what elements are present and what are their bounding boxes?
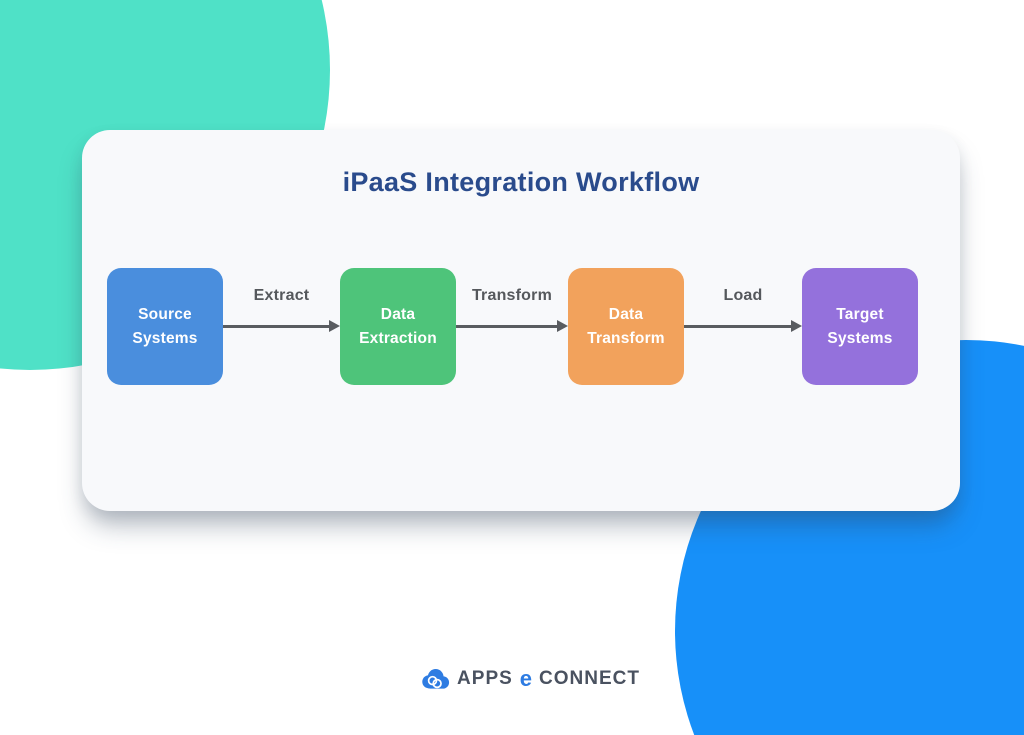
logo-text-apps: APPS — [457, 668, 513, 689]
connector-load: Load — [684, 285, 802, 337]
arrow-right-icon — [456, 325, 557, 328]
node-label-line: Data — [380, 306, 416, 324]
workflow-node-data-extraction: Data Extraction — [340, 268, 456, 385]
workflow-node-target-systems: Target Systems — [802, 268, 918, 385]
arrow-right-icon — [684, 325, 791, 328]
page-title: iPaaS Integration Workflow — [342, 167, 700, 197]
node-label-line: Extraction — [359, 329, 437, 347]
workflow-card: iPaaS Integration Workflow Source System… — [82, 130, 960, 511]
node-label-line: Systems — [827, 329, 893, 347]
node-label-line: Target — [836, 306, 884, 324]
arrow-label: Transform — [471, 287, 553, 304]
logo-text-connect: CONNECT — [539, 668, 640, 689]
workflow-node-data-transform: Data Transform — [568, 268, 684, 385]
workflow-node-source-systems: Source Systems — [107, 268, 223, 385]
arrow-right-icon — [223, 325, 329, 328]
connector-extract: Extract — [223, 285, 340, 337]
node-label-line: Data — [608, 306, 644, 324]
node-label-line: Systems — [132, 329, 198, 347]
arrow-label: Extract — [253, 287, 310, 304]
arrow-label: Load — [723, 287, 763, 304]
node-label-line: Source — [138, 306, 192, 324]
node-label-line: Transform — [587, 329, 665, 347]
appseconnect-logo: APPS e CONNECT — [420, 654, 640, 704]
connector-transform: Transform — [456, 285, 568, 337]
logo-text-e: e — [519, 666, 533, 691]
cloud-link-icon — [422, 668, 450, 689]
